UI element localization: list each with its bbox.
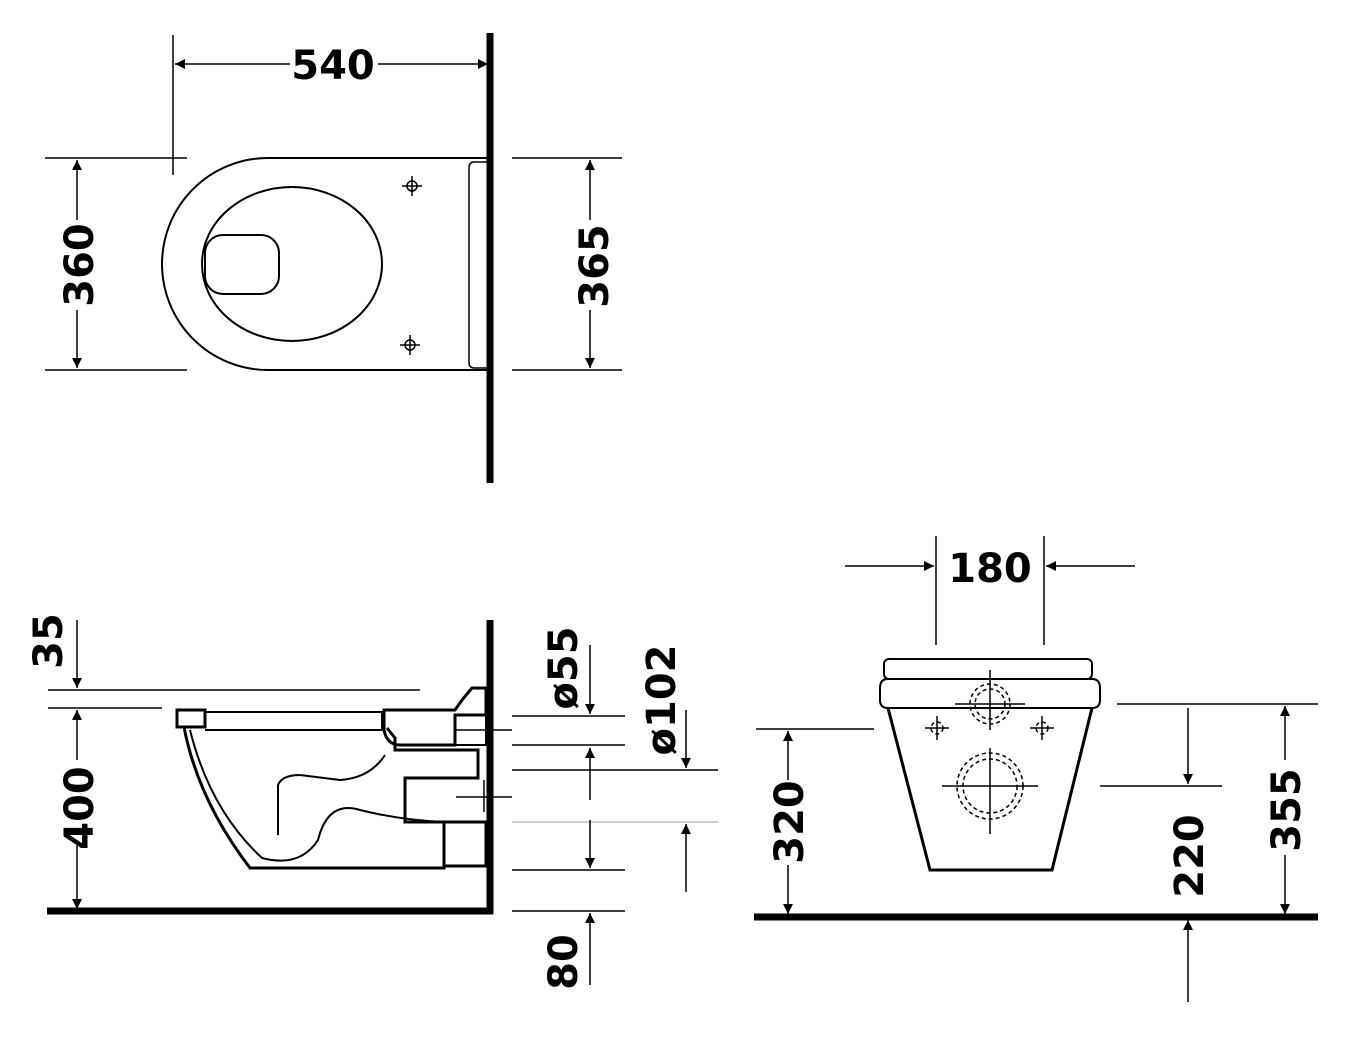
front-outlet-circle-icon	[942, 748, 1038, 834]
dim-220-label: 220	[1167, 814, 1213, 898]
dim-360-label: 360	[57, 223, 103, 307]
bowl-body	[182, 726, 480, 870]
seat-front-block	[175, 708, 207, 729]
rear-mount	[382, 686, 488, 747]
front-fixing-left-icon	[925, 716, 949, 740]
dim-35-label: 35	[26, 613, 72, 669]
top-view-bowl-outline	[161, 157, 487, 371]
top-view-bowl-opening	[204, 234, 280, 295]
fixing-point-top-icon	[402, 176, 422, 196]
top-view: 540 360 365	[45, 33, 622, 483]
dim-80-label: 80	[541, 934, 587, 990]
front-fixing-right-icon	[1030, 716, 1054, 740]
top-view-seat	[201, 186, 383, 342]
dim-365-label: 365	[572, 224, 618, 308]
bowl-inner-wall	[189, 729, 445, 862]
fixing-point-bottom-icon	[400, 335, 420, 355]
front-view: 180 320 220 355	[754, 536, 1318, 1002]
dim-320-label: 320	[767, 780, 813, 864]
outlet-block	[442, 820, 488, 868]
dim-355-label: 355	[1264, 768, 1310, 852]
bowl-trap	[277, 754, 386, 835]
front-inlet-circle-icon	[955, 670, 1025, 730]
dim-540-label: 540	[291, 43, 375, 89]
dim-o55-label: ø55	[541, 626, 587, 709]
dim-400-label: 400	[57, 766, 103, 850]
front-seat-lid	[883, 658, 1093, 680]
dim-o102-label: ø102	[639, 645, 685, 756]
side-view: 35 400 ø55 ø102 80	[26, 613, 718, 990]
dim-180-label: 180	[948, 546, 1032, 592]
top-view-back-plate	[468, 161, 487, 369]
seat-body	[205, 711, 383, 731]
front-bowl-body	[886, 707, 1094, 872]
